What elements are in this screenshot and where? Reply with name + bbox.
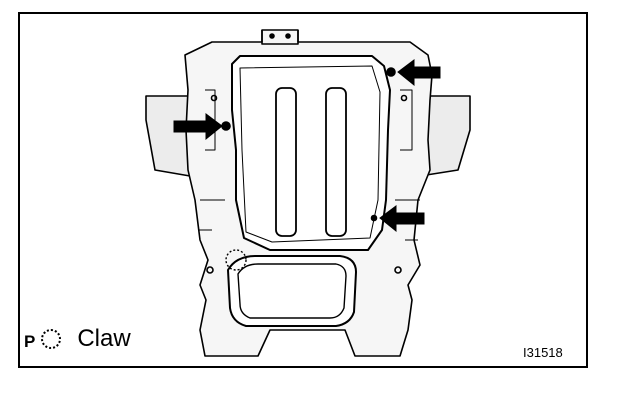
arrow-top-right xyxy=(397,59,441,87)
arrow-bottom-right xyxy=(379,205,425,233)
legend-label: Claw xyxy=(77,325,131,352)
figure-id: I31518 xyxy=(523,345,563,360)
block-detail-left xyxy=(198,89,225,231)
clip-left xyxy=(221,121,231,131)
legend: P Claw xyxy=(24,324,131,354)
legend-prefix: P xyxy=(24,332,36,351)
air-duct xyxy=(227,255,357,327)
claw-marker xyxy=(225,249,247,271)
top-bracket xyxy=(261,30,299,45)
clip-top-right xyxy=(386,67,396,77)
clip-bottom-right xyxy=(370,214,378,222)
cover-inner-edge xyxy=(239,65,381,243)
cover-slot-right xyxy=(325,87,347,237)
air-duct-inner xyxy=(237,263,347,319)
arrow-left xyxy=(173,113,223,141)
dotted-circle-icon xyxy=(41,329,62,349)
engine-cover xyxy=(231,55,391,251)
cover-slot-left xyxy=(275,87,297,237)
block-detail-right xyxy=(395,89,420,241)
